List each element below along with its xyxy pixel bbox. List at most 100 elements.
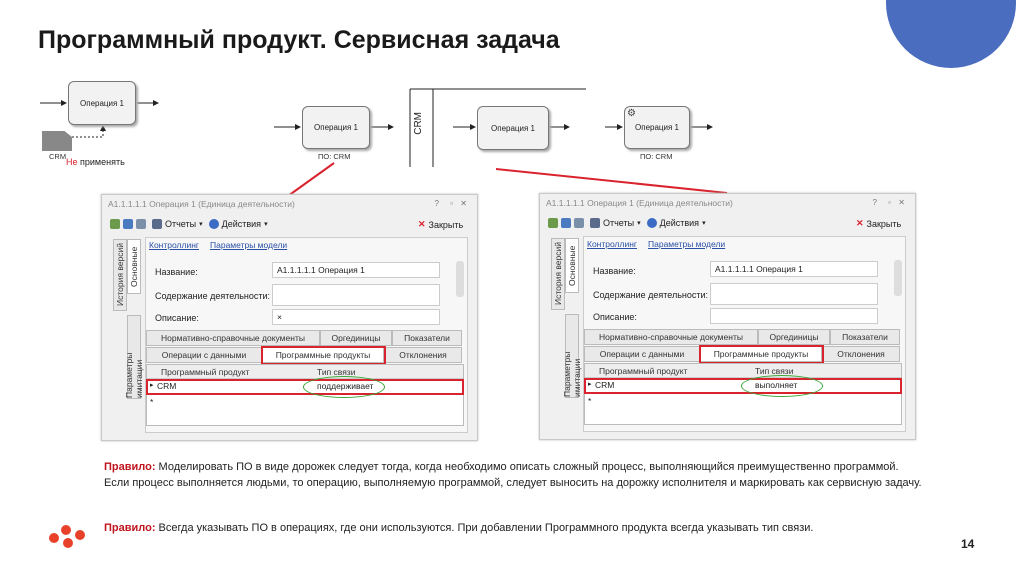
pin-button[interactable]: ▫ [450, 199, 453, 208]
col-header-product: Программный продукт [161, 367, 250, 377]
tab-org-units[interactable]: Оргединицы [758, 329, 830, 345]
actions-button[interactable]: Действия [221, 219, 262, 229]
help-button[interactable]: ? [434, 199, 439, 208]
highlight-row [584, 378, 902, 394]
window-title: А1.1.1.1.1 Операция 1 (Единица деятельно… [108, 199, 295, 209]
tab-main[interactable]: Основные [127, 239, 141, 294]
document-label: CRM [49, 152, 67, 161]
navigate-icon[interactable] [123, 219, 133, 229]
reports-button[interactable]: Отчеты [165, 219, 197, 229]
not-apply-label: Не применять [66, 157, 125, 167]
tab-deviations[interactable]: Отклонения [822, 346, 900, 362]
rule-2: Правило: Всегда указывать ПО в операциях… [104, 520, 924, 536]
products-table: Программный продукт Тип связи ▸ CRM выпо… [584, 363, 902, 425]
description-input[interactable] [710, 308, 878, 324]
actions-icon [646, 218, 657, 228]
window-close-button[interactable]: ✕ [460, 199, 467, 208]
tab-deviations[interactable]: Отклонения [384, 347, 462, 363]
chevron-down-icon[interactable]: ▾ [637, 220, 641, 227]
cell-product[interactable]: CRM [157, 381, 177, 391]
close-action[interactable]: ✕Закрыть [418, 219, 463, 230]
actions-button[interactable]: Действия [659, 218, 700, 228]
name-input[interactable]: А1.1.1.1.1 Операция 1 [710, 261, 878, 277]
save-icon[interactable] [110, 219, 120, 229]
page-title: Программный продукт. Сервисная задача [38, 26, 560, 54]
chevron-down-icon[interactable]: ▾ [199, 221, 203, 228]
tab-simulation-params[interactable]: Параметры имитации [124, 315, 144, 399]
service-operation-node[interactable]: Операция 1 [624, 106, 690, 149]
scrollbar[interactable] [456, 261, 464, 297]
navigate-icon[interactable] [561, 218, 571, 228]
actions-icon [208, 219, 219, 229]
link-model-params[interactable]: Параметры модели [648, 239, 726, 249]
operation-node-mid[interactable]: Операция 1 [302, 106, 370, 149]
tab-data-operations[interactable]: Операции с данными [146, 347, 262, 363]
scrollbar[interactable] [894, 260, 902, 296]
link-controlling[interactable]: Контроллинг [587, 239, 637, 249]
rule-1-text: Моделировать ПО в виде дорожек следует т… [104, 461, 922, 489]
not-apply-rest: применять [77, 157, 125, 167]
name-input[interactable]: А1.1.1.1.1 Операция 1 [272, 262, 440, 278]
new-row-marker: * [150, 397, 154, 407]
link-icon[interactable] [136, 219, 146, 229]
not-prefix: Не [66, 157, 78, 167]
lane-operation-node[interactable]: Операция 1 [477, 106, 549, 150]
link-controlling[interactable]: Контроллинг [149, 240, 199, 250]
diagram-connectors [40, 88, 728, 197]
highlight-box [699, 345, 824, 364]
description-label: Описание: [155, 313, 199, 323]
content-input[interactable] [710, 283, 878, 305]
help-button[interactable]: ? [872, 198, 877, 207]
tab-reference-docs[interactable]: Нормативно-справочные документы [146, 330, 320, 346]
highlight-ellipse [303, 376, 385, 398]
tab-reference-docs[interactable]: Нормативно-справочные документы [584, 329, 758, 345]
reports-icon [590, 218, 600, 228]
chevron-down-icon[interactable]: ▾ [702, 220, 706, 227]
close-button[interactable]: Закрыть [866, 218, 902, 229]
reports-button[interactable]: Отчеты [603, 218, 635, 228]
cell-product[interactable]: CRM [595, 380, 615, 390]
operation-node[interactable]: Операция 1 [68, 81, 136, 125]
link-icon[interactable] [574, 218, 584, 228]
content-label: Содержание деятельности: [593, 290, 709, 300]
save-icon[interactable] [548, 218, 558, 228]
highlight-box [261, 346, 386, 365]
toolbar: Отчеты▾ Действия▾ [110, 219, 268, 229]
window-title: А1.1.1.1.1 Операция 1 (Единица деятельно… [546, 198, 733, 208]
chevron-down-icon[interactable]: ▾ [264, 221, 268, 228]
tab-data-operations[interactable]: Операции с данными [584, 346, 700, 362]
software-caption: ПО: CRM [318, 152, 351, 161]
close-button[interactable]: Закрыть [428, 219, 464, 230]
properties-window-2: А1.1.1.1.1 Операция 1 (Единица деятельно… [539, 193, 916, 440]
window-close-button[interactable]: ✕ [898, 198, 905, 207]
description-input[interactable]: × [272, 309, 440, 325]
col-header-link-type: Тип связи [755, 366, 794, 376]
tab-history[interactable]: История версий [551, 238, 565, 310]
close-action[interactable]: ✕Закрыть [856, 218, 901, 229]
tab-main[interactable]: Основные [565, 238, 579, 293]
tab-indicators[interactable]: Показатели [830, 329, 900, 345]
rule-1: Правило: Моделировать ПО в виде дорожек … [104, 459, 924, 491]
link-model-params[interactable]: Параметры модели [210, 240, 288, 250]
page-number: 14 [961, 537, 975, 551]
properties-window: А1.1.1.1.1 Операция 1 (Единица деятельно… [101, 194, 478, 441]
content-input[interactable] [272, 284, 440, 306]
rule-2-text: Всегда указывать ПО в операциях, где они… [155, 522, 814, 534]
tab-history[interactable]: История версий [113, 239, 127, 311]
row-pointer: ▸ [150, 382, 154, 389]
tab-simulation-params[interactable]: Параметры имитации [562, 314, 582, 398]
tab-org-units[interactable]: Оргединицы [320, 330, 392, 346]
name-label: Название: [593, 266, 636, 276]
description-label: Описание: [593, 312, 637, 322]
decorative-circle [874, 0, 1024, 80]
table-header [585, 364, 901, 378]
table-header [147, 365, 463, 379]
col-header-link-type: Тип связи [317, 367, 356, 377]
row-pointer: ▸ [588, 381, 592, 388]
rule-2-label: Правило: [104, 522, 156, 534]
rule-1-label: Правило: [104, 461, 156, 473]
highlight-row [146, 379, 464, 395]
col-header-product: Программный продукт [599, 366, 688, 376]
pin-button[interactable]: ▫ [888, 198, 891, 207]
tab-indicators[interactable]: Показатели [392, 330, 462, 346]
